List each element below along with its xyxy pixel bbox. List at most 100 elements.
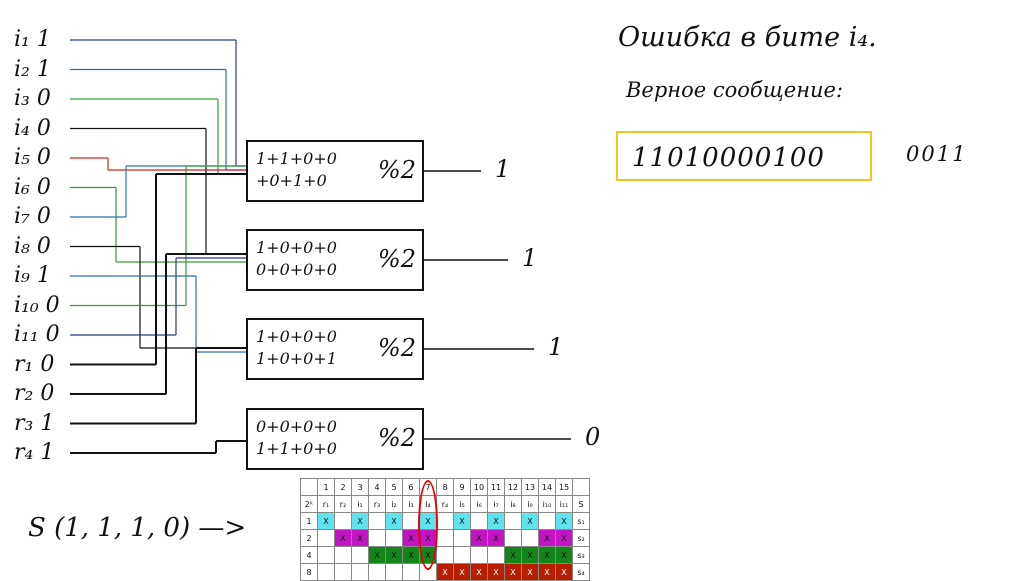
bit-label-8: i₈ 0: [14, 233, 51, 259]
bit-label-2: i₂ 1: [14, 56, 51, 82]
table-cell: [385, 529, 403, 547]
bit-label-15: r₄ 1: [14, 440, 55, 465]
table-cell: 1: [317, 478, 335, 496]
table-cell: 14: [538, 478, 556, 496]
correct-message-label: Верное сообщение:: [626, 78, 844, 102]
mod-operator: %2: [377, 156, 416, 184]
bit-label-7: i₇ 0: [14, 204, 51, 229]
parity-result-2: 1: [522, 244, 538, 272]
bit-label-6: i₆ 0: [14, 174, 51, 200]
parity-sum: 1+1+0+0 +0+1+0: [256, 149, 337, 190]
table-cell: [334, 512, 352, 530]
bit-label-10: i₁₀ 0: [14, 292, 60, 318]
table-cell: [351, 546, 369, 564]
table-cell: i₈: [504, 495, 522, 513]
parity-box-1: 1+1+0+0 +0+1+0 %2: [246, 140, 424, 202]
table-cell: [334, 563, 352, 581]
table-cell: X: [521, 546, 539, 564]
table-cell: [317, 563, 335, 581]
bit-label-14: r₃ 1: [14, 410, 55, 436]
table-cell: [470, 512, 488, 530]
parity-result-4: 0: [585, 423, 601, 451]
mod-operator: %2: [377, 424, 416, 452]
table-cell: [368, 512, 386, 530]
syndrome-expression: S (1, 1, 1, 0) —>: [28, 513, 247, 543]
table-cell: i₂: [385, 495, 403, 513]
table-cell: 2: [334, 478, 352, 496]
parity-box-3: 1+0+0+0 1+0+0+1%2: [246, 318, 424, 380]
table-cell: [317, 546, 335, 564]
table-cell: X: [487, 529, 505, 547]
table-cell: X: [453, 512, 471, 530]
mod-operator: %2: [377, 245, 416, 273]
table-cell: [487, 546, 505, 564]
table-cell: s₁: [572, 512, 590, 530]
table-cell: r₁: [317, 495, 335, 513]
table-cell: X: [402, 546, 420, 564]
table-cell: 8: [300, 563, 318, 581]
table-cell: X: [521, 512, 539, 530]
table-cell: X: [504, 563, 522, 581]
table-cell: X: [555, 529, 573, 547]
table-cell: [521, 529, 539, 547]
parity-sum: 0+0+0+0 1+1+0+0: [256, 417, 337, 458]
parity-sum: 1+0+0+0 0+0+0+0: [256, 238, 337, 279]
table-cell: 1: [300, 512, 318, 530]
table-cell: r₂: [334, 495, 352, 513]
bit-label-11: i₁₁ 0: [14, 322, 60, 347]
table-cell: [436, 512, 454, 530]
table-cell: s₄: [572, 563, 590, 581]
table-cell: 6: [402, 478, 420, 496]
table-cell: 15: [555, 478, 573, 496]
table-cell: X: [470, 529, 488, 547]
table-cell: X: [504, 546, 522, 564]
table-cell: s₃: [572, 546, 590, 564]
table-cell: 5: [385, 478, 403, 496]
table-cell: i₃: [402, 495, 420, 513]
table-cell: X: [487, 563, 505, 581]
parity-box-4: 0+0+0+0 1+1+0+0 %2: [246, 408, 424, 470]
table-cell: 13: [521, 478, 539, 496]
table-cell: 9: [453, 478, 471, 496]
table-cell: i₉: [521, 495, 539, 513]
bit-label-4: i₄ 0: [14, 115, 51, 141]
bit-label-13: r₂ 0: [14, 381, 55, 406]
bit-label-1: i₁ 1: [14, 27, 51, 52]
table-cell: X: [538, 546, 556, 564]
table-cell: [504, 512, 522, 530]
table-cell: 12: [504, 478, 522, 496]
table-cell: 11: [487, 478, 505, 496]
table-cell: X: [555, 512, 573, 530]
table-cell: i₇: [487, 495, 505, 513]
table-cell: 8: [436, 478, 454, 496]
table-cell: X: [402, 529, 420, 547]
table-cell: [334, 546, 352, 564]
table-cell: 4: [300, 546, 318, 564]
table-cell: i₆: [470, 495, 488, 513]
table-cell: X: [385, 546, 403, 564]
parity-result-3: 1: [548, 333, 564, 361]
table-cell: X: [538, 529, 556, 547]
table-cell: i₁₀: [538, 495, 556, 513]
table-cell: S: [572, 495, 590, 513]
table-cell: r₄: [436, 495, 454, 513]
mod-operator: %2: [377, 334, 416, 362]
table-cell: X: [351, 512, 369, 530]
table-cell: 3: [351, 478, 369, 496]
table-cell: [538, 512, 556, 530]
table-cell: i₅: [453, 495, 471, 513]
table-cell: [402, 563, 420, 581]
bit-label-3: i₃ 0: [14, 86, 51, 111]
table-cell: X: [368, 546, 386, 564]
table-cell: [436, 546, 454, 564]
correct-message: 11010000100: [632, 143, 825, 173]
table-cell: [453, 529, 471, 547]
correct-message-box: 11010000100: [616, 131, 872, 181]
table-cell: [470, 546, 488, 564]
error-column-highlight: [418, 480, 438, 570]
